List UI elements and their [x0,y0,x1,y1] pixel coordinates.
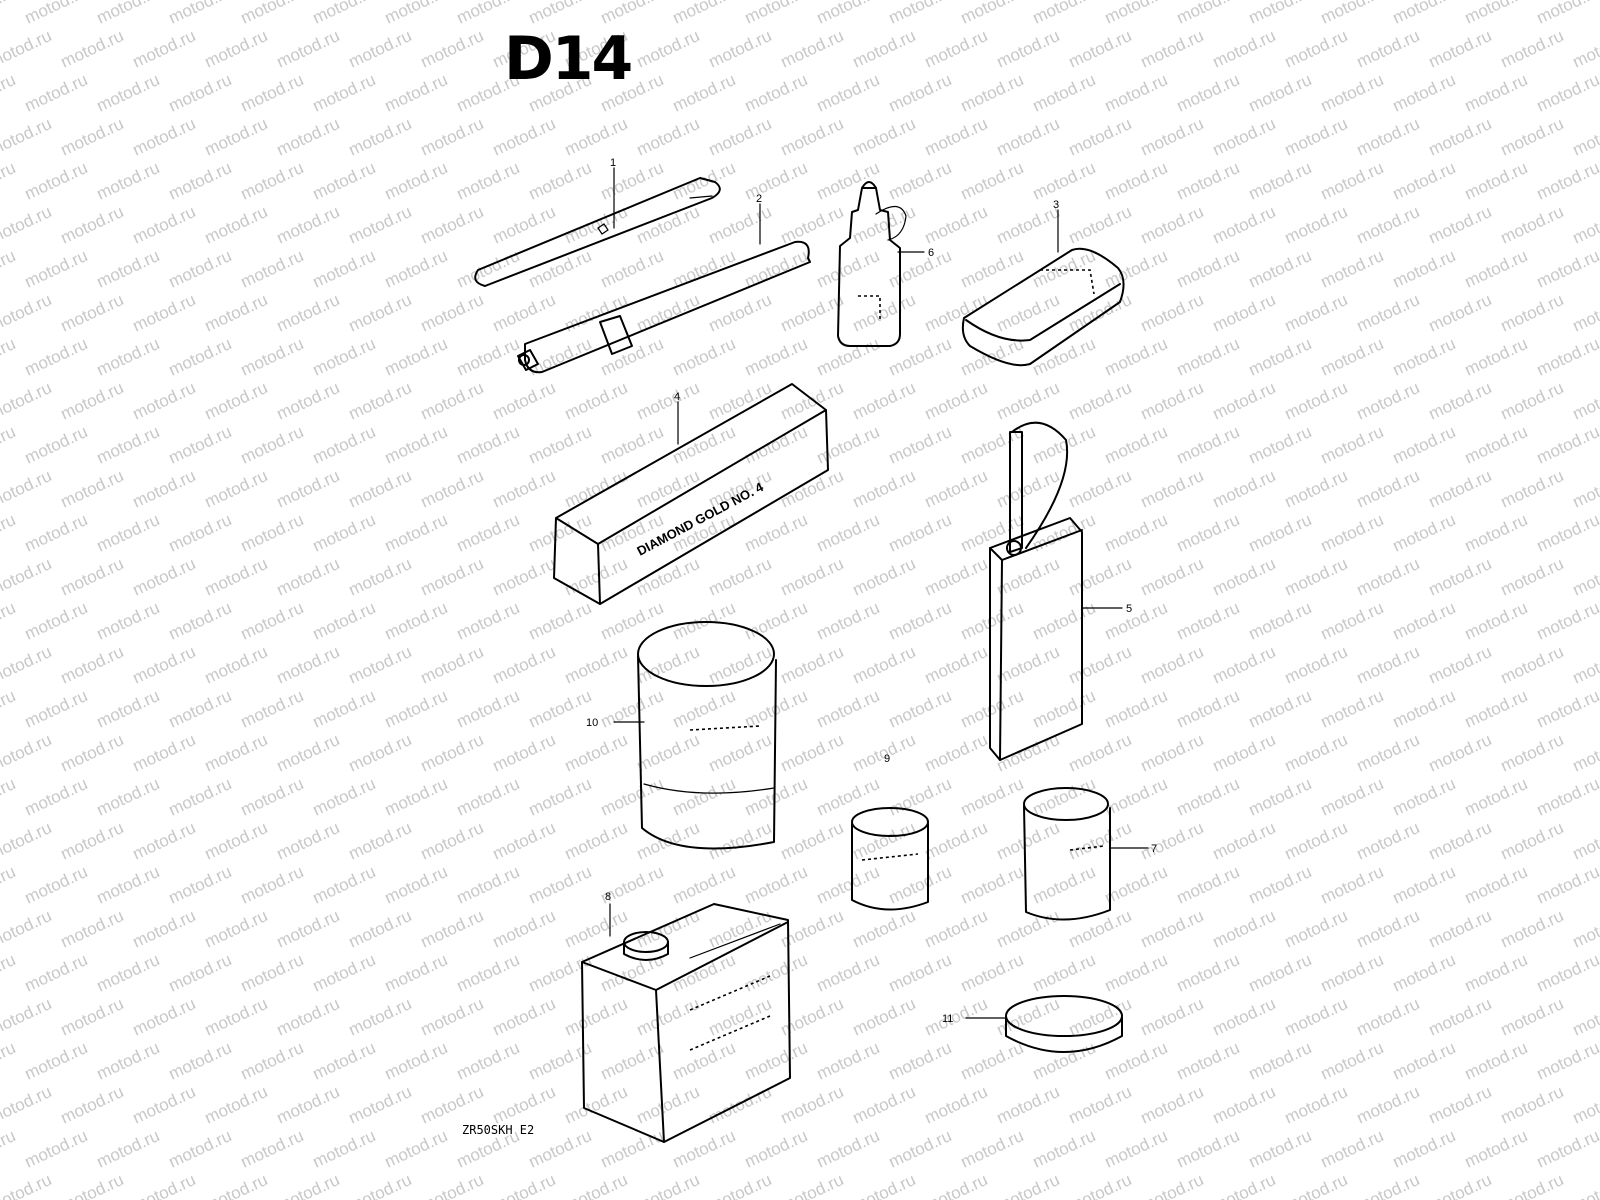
part-1-tire-lever [474,167,721,287]
callout-2: 2 [756,193,762,205]
callout-7: 7 [1151,843,1157,855]
part-7-medium-tin [1023,787,1149,921]
callout-6: 6 [928,247,934,259]
callout-5: 5 [1126,603,1132,615]
callout-3: 3 [1053,199,1059,211]
diagram-title: D14 [504,24,633,94]
part-9-small-tin [851,807,929,911]
callout-10: 10 [586,717,598,729]
part-10-grease-can [613,621,777,850]
callout-4: 4 [674,391,680,403]
part-5-oil-can [989,421,1123,761]
callout-9: 9 [884,753,890,765]
callout-8: 8 [605,891,611,903]
part-3-patch-box [961,209,1125,367]
part-4-long-box: DIAMOND GOLD NO. 4 [553,383,829,605]
drawing-code: ZR50SKH E2 [462,1123,535,1137]
part-11-cap [965,995,1123,1053]
callout-1: 1 [610,157,616,169]
part-6-oil-bottle [837,181,925,347]
part-8-rect-can [581,903,791,1143]
callout-11: 11 [942,1013,953,1025]
part-2-tire-pump [517,203,811,374]
